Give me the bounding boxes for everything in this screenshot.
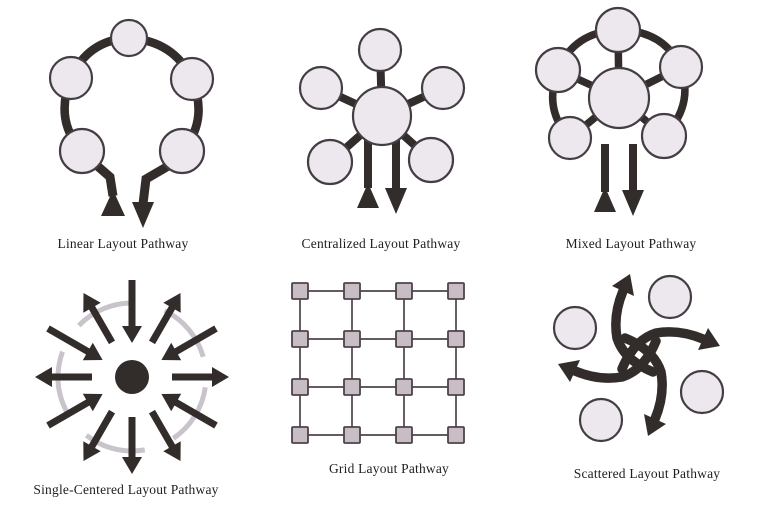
grid-node: [447, 426, 465, 444]
caption-grid: Grid Layout Pathway: [328, 461, 450, 476]
centralized-diagram: [298, 27, 466, 214]
panel-single-centered: Single-Centered Layout Pathway: [0, 255, 256, 510]
exit-leg: [138, 161, 173, 205]
exit-arrowhead: [132, 202, 154, 228]
satellite-node: [306, 138, 354, 186]
grid-node: [291, 378, 309, 396]
center-node: [351, 85, 413, 147]
scattered-diagram: [552, 274, 725, 443]
panel-centralized: Centralized Layout Pathway: [256, 0, 512, 255]
swirl-arrowhead: [698, 328, 720, 350]
grid-node: [291, 426, 309, 444]
grid-node: [447, 378, 465, 396]
caption-mixed: Mixed Layout Pathway: [565, 236, 697, 251]
entry-marker: [594, 187, 616, 212]
scattered-node: [647, 274, 693, 320]
swirl-arrowhead: [612, 274, 634, 296]
satellite-node: [594, 6, 642, 54]
entry-leg: [91, 159, 118, 197]
grid-node: [447, 282, 465, 300]
radial-arrow-head: [83, 441, 101, 461]
grid-node: [395, 282, 413, 300]
station-node: [48, 55, 94, 101]
grid-node: [343, 282, 361, 300]
station-node: [58, 127, 106, 175]
swirl-arm: [570, 336, 661, 383]
station-node: [158, 127, 206, 175]
panel-scattered: Scattered Layout Pathway: [512, 255, 768, 510]
caption-linear: Linear Layout Pathway: [57, 236, 189, 251]
radial-arrow-head: [163, 441, 181, 461]
scattered-node: [679, 369, 725, 415]
radial-arrow-head: [161, 342, 182, 361]
radial-arrow-head: [82, 393, 103, 412]
radial-arrow-head: [83, 293, 101, 313]
grid-node: [343, 426, 361, 444]
radial-arrow-shaft: [148, 305, 176, 345]
radial-arrow-head: [212, 367, 229, 387]
swirl-arm: [617, 327, 708, 374]
satellite-node: [407, 136, 455, 184]
radial-arrow-shaft: [46, 398, 91, 429]
mixed-diagram: [534, 6, 704, 216]
station-node: [169, 56, 215, 102]
grid-diagram: [291, 282, 465, 444]
scattered-node: [552, 305, 598, 351]
satellite-node: [534, 46, 582, 94]
station-node: [109, 18, 149, 58]
swirl-arrowhead: [644, 414, 666, 436]
swirl-arm: [620, 333, 667, 424]
radial-arrow-head: [163, 293, 181, 313]
radial-arrow-shaft: [148, 409, 176, 449]
entry-marker: [101, 190, 125, 216]
caption-single-centered: Single-Centered Layout Pathway: [33, 482, 219, 497]
grid-node: [447, 330, 465, 348]
radial-arrow-shaft: [173, 398, 218, 429]
grid-node: [291, 330, 309, 348]
radial-arrow-head: [122, 457, 142, 474]
scattered-node: [578, 397, 624, 443]
satellite-node: [640, 112, 688, 160]
single-centered-diagram: [35, 280, 229, 474]
panel-linear: Linear Layout Pathway: [0, 0, 256, 255]
pinwheel-arrows: [558, 274, 720, 436]
exit-arrowhead: [622, 190, 644, 216]
satellite-node: [420, 65, 466, 111]
satellite-node: [298, 65, 344, 111]
panel-grid: Grid Layout Pathway: [256, 255, 512, 510]
radial-arrow-shaft: [88, 305, 116, 345]
radial-arrow-head: [35, 367, 52, 387]
satellite-node: [658, 44, 704, 90]
radial-arrow-head: [122, 326, 142, 343]
satellite-node: [547, 115, 593, 161]
grid-node: [395, 378, 413, 396]
radial-arrow-shaft: [173, 325, 218, 356]
swirl-arrowhead: [558, 360, 580, 382]
radial-arrow-shaft: [46, 325, 91, 356]
center-node: [587, 66, 651, 130]
grid-node: [395, 426, 413, 444]
exit-arrowhead: [385, 188, 407, 214]
grid-node: [395, 330, 413, 348]
caption-centralized: Centralized Layout Pathway: [301, 236, 461, 251]
radial-arrow-head: [82, 342, 103, 361]
entry-marker: [357, 183, 379, 208]
radial-arrow-head: [161, 393, 182, 412]
caption-scattered: Scattered Layout Pathway: [573, 466, 721, 481]
center-dot: [115, 360, 149, 394]
linear-diagram: [48, 18, 215, 228]
grid-node: [343, 330, 361, 348]
grid-node: [343, 378, 361, 396]
panel-mixed: Mixed Layout Pathway: [512, 0, 768, 255]
satellite-node: [357, 27, 403, 73]
radial-arrow-shaft: [88, 409, 116, 449]
grid-node: [291, 282, 309, 300]
